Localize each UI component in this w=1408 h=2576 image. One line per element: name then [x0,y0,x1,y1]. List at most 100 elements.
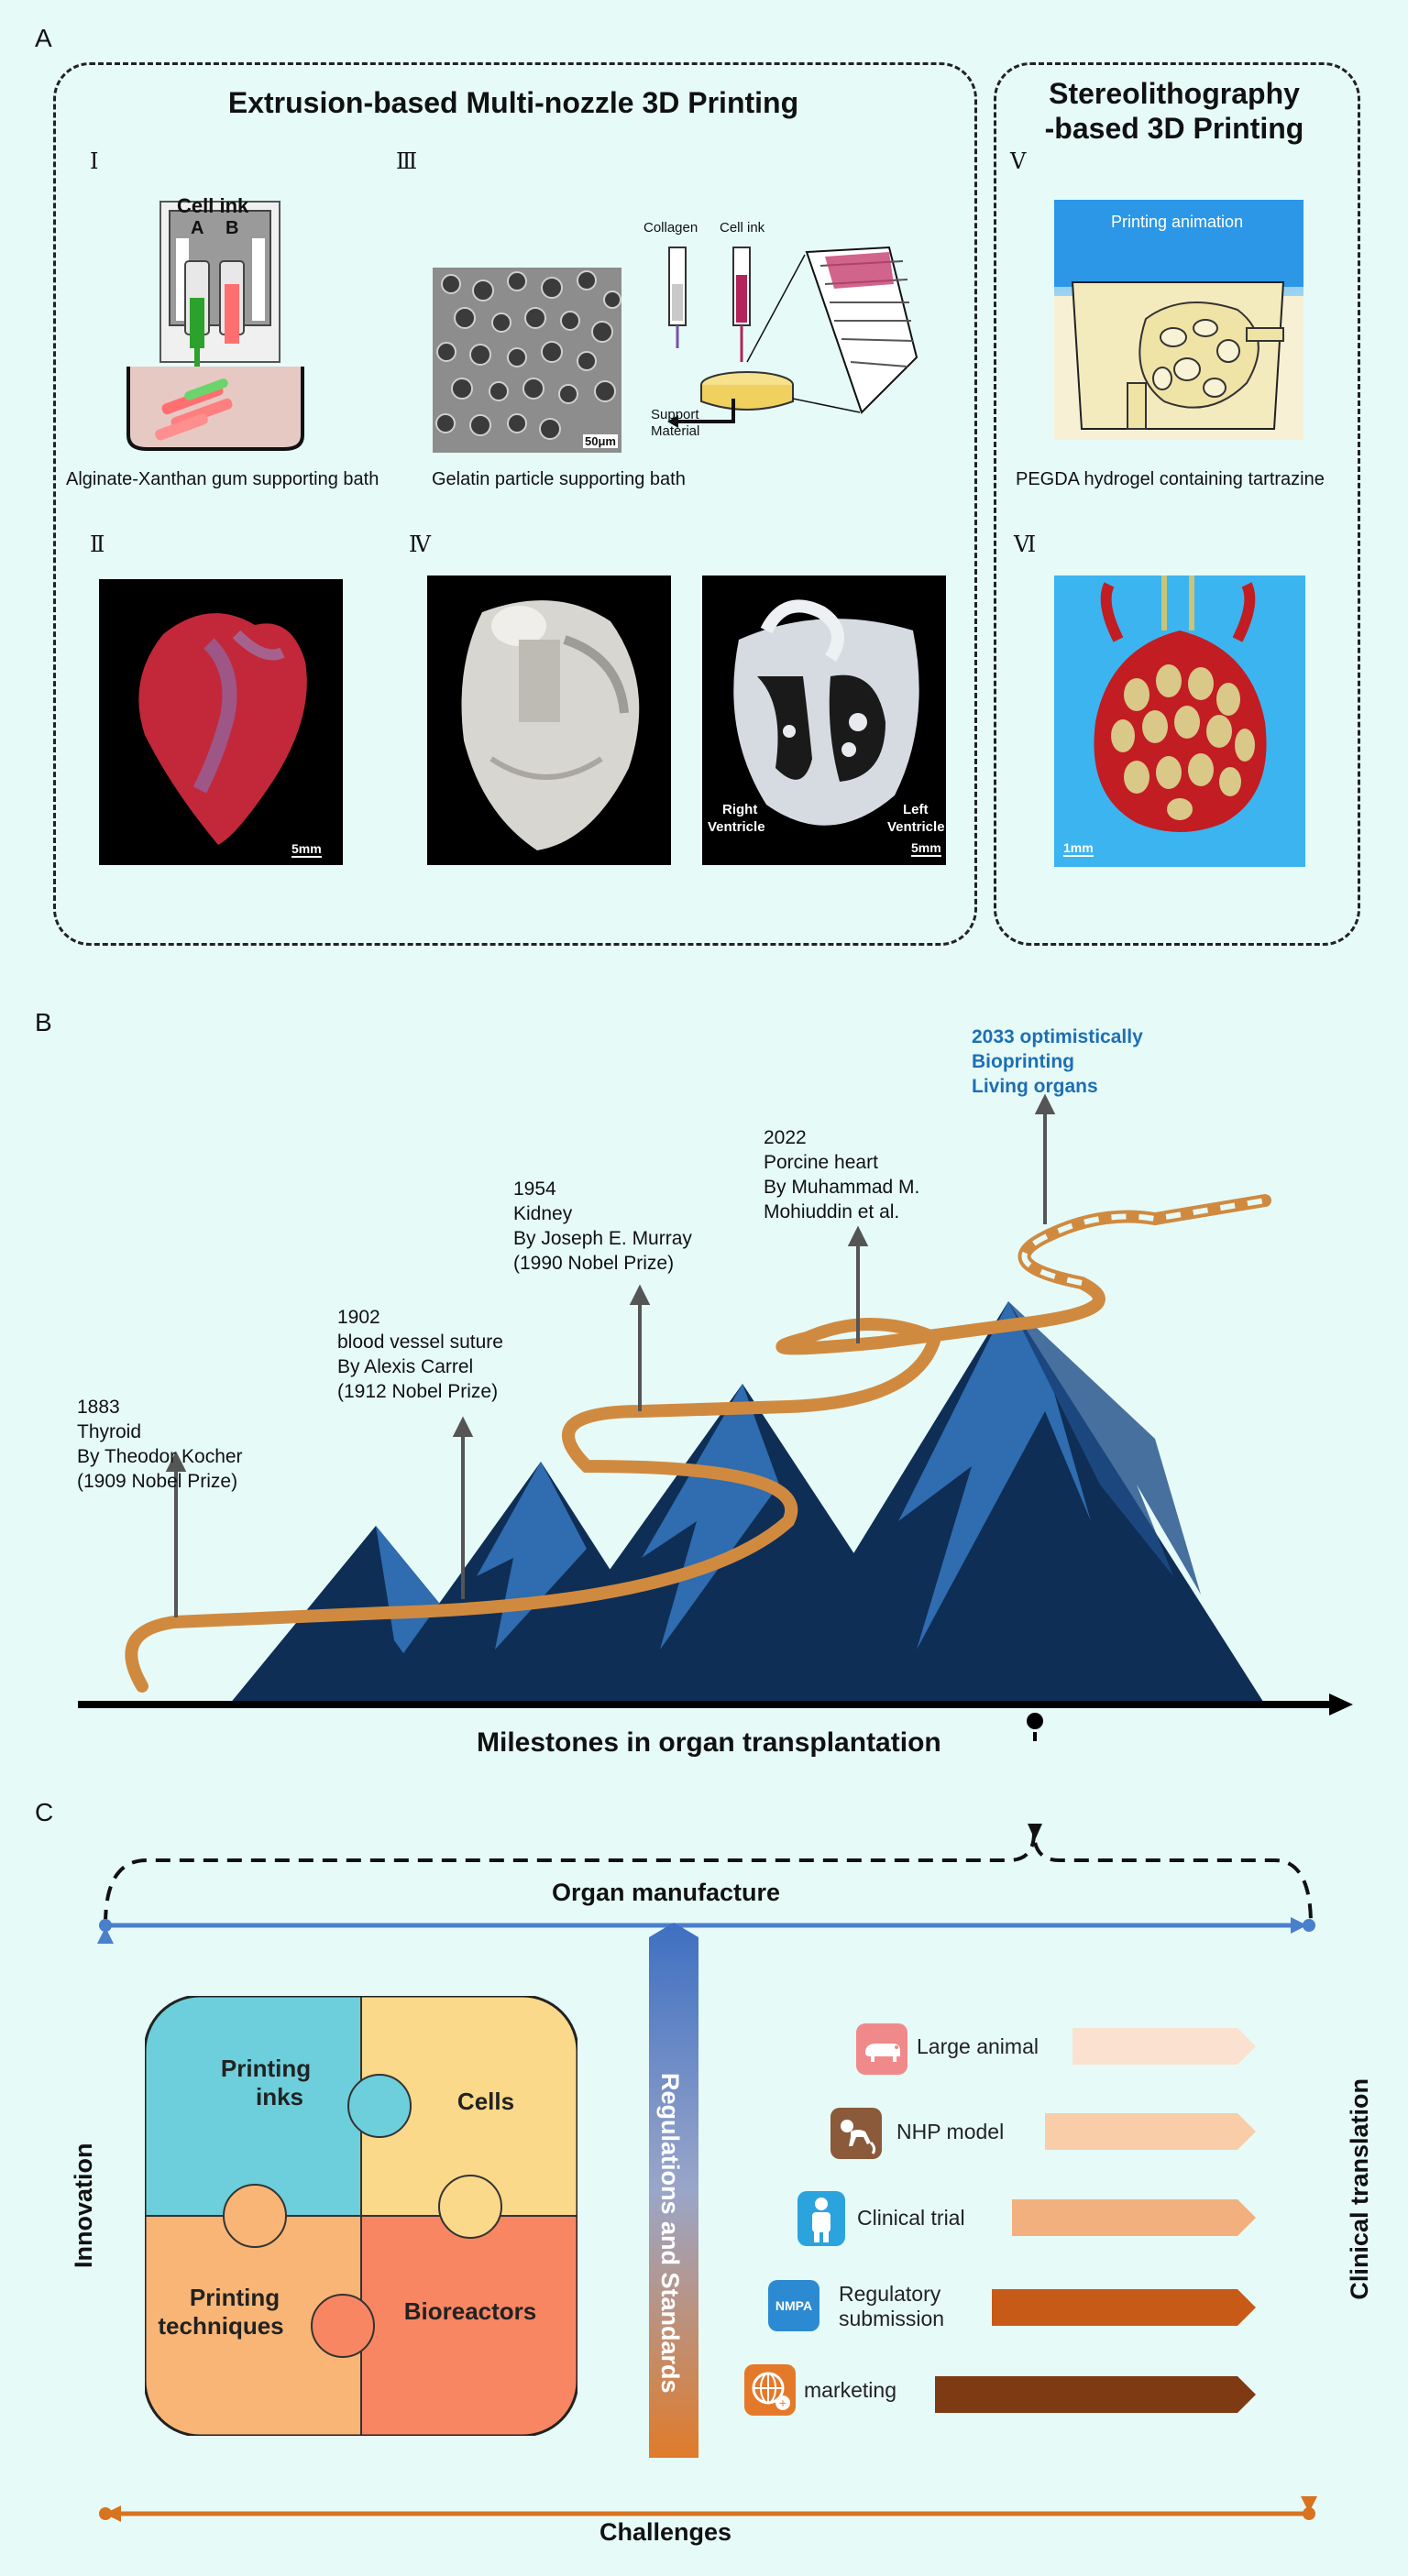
panel-a-letter: A [35,24,52,52]
printing-techniques-piece: Printing techniques [152,2284,290,2340]
left-ventricle-label-2: Ventricle [887,819,945,835]
nozzle-a-label: A [191,218,204,238]
printing-inks-piece: Printing inks [206,2055,325,2111]
milestones-axis-title: Milestones in organ transplantation [477,1727,941,1758]
nhp-model-arrow [1045,2113,1256,2150]
cells-piece: Cells [456,2088,515,2115]
alveolar-scale-label: 1mm [1063,840,1094,857]
regulatory-submission-label: Regulatory submission [839,2282,944,2331]
clinical-trial-person-icon [798,2191,845,2246]
subpanel-v-label: Ⅴ [1010,148,1027,174]
subpanel-iv-label: Ⅳ [409,532,431,557]
subpanel-iii-label: Ⅲ [396,148,418,174]
milestone-2022: 2022 Porcine heart By Muhammad M. Mohiud… [764,1125,919,1224]
cell-ink-label: Cell ink [177,194,249,217]
milestone-2022-person-cont: Mohiuddin et al. [764,1201,900,1222]
innovation-label: Innovation [70,2143,97,2269]
left-ventricle-label-1: Left [903,802,929,817]
extrusion-title: Extrusion-based Multi-nozzle 3D Printing [227,86,799,119]
clinical-translation-label: Clinical translation [1346,2078,1373,2300]
milestone-1902-year: 1902 [337,1307,380,1328]
marketing-label: marketing [804,2378,896,2402]
challenges-label: Challenges [600,2518,732,2546]
large-animal-arrow [1072,2028,1256,2065]
printing-techniques-label-2: techniques [158,2312,284,2340]
milestone-1902-organ: blood vessel suture [337,1332,503,1353]
panel-c-letter: C [35,1798,54,1826]
milestone-1902-prize: (1912 Nobel Prize) [337,1381,499,1402]
subpanel-i-caption: Alginate-Xanthan gum supporting bath [66,469,380,489]
bioreactors-piece: Bioreactors [403,2297,537,2325]
milestone-2022-person: By Muhammad M. [764,1177,920,1198]
subpanel-iii-caption: Gelatin particle supporting bath [432,469,686,489]
gelatin-particle-micrograph [433,268,622,453]
large-animal-icon [856,2023,908,2075]
printed-heart-white-cross-section-image [702,575,946,865]
large-animal-label: Large animal [917,2034,1039,2058]
regulatory-submission-line2: submission [839,2307,945,2330]
printing-inks-label-1: Printing [220,2055,312,2082]
milestone-2033-tech: Bioprinting [972,1051,1074,1072]
panel-c-frame-arrows [97,1824,1317,2522]
right-ventricle-label-1: Right [722,802,758,817]
milestone-2022-organ: Porcine heart [764,1152,878,1173]
milestone-1954-organ: Kidney [513,1203,573,1224]
regulations-standards-bar [649,1923,698,2458]
alveolar-model-image [1054,575,1305,867]
printing-animation-label: Printing animation [1111,213,1244,231]
nhp-model-label: NHP model [896,2120,1005,2143]
milestone-1883-prize: (1909 Nobel Prize) [77,1471,238,1492]
multi-nozzle-printer-illustration [126,201,304,451]
milestone-1954-year: 1954 [513,1178,556,1200]
milestone-1954-person: By Joseph E. Murray [513,1228,692,1249]
printed-heart-white-exterior-image [427,575,671,865]
milestone-2022-year: 2022 [764,1127,807,1148]
milestone-1954: 1954 Kidney By Joseph E. Murray (1990 No… [513,1177,692,1276]
milestone-1902-person: By Alexis Carrel [337,1356,474,1377]
milestone-1883-person: By Theodor Kocher [77,1446,243,1467]
subpanel-ii-label: Ⅱ [90,532,105,557]
collagen-cellink-syringes-illustration [667,246,918,428]
extrusion-section-box [53,62,977,946]
regulations-standards-label: Regulations and Standards [656,2073,684,2394]
support-material-label-1: Support [651,407,699,422]
milestone-1883: 1883 Thyroid By Theodor Kocher (1909 Nob… [77,1395,243,1494]
sla-printing-animation-image [1054,200,1304,440]
stereolithography-title-line2: -based 3D Printing [1044,112,1304,145]
cell-ink-syringe-label: Cell ink [720,220,765,236]
milestones-mountain-illustration [78,1093,1353,1741]
nhp-monkey-icon [830,2108,882,2159]
nmpa-icon: NMPA [768,2280,820,2331]
collagen-label: Collagen [644,220,698,236]
svg-text:+: + [778,2397,786,2409]
milestone-1883-organ: Thyroid [77,1421,142,1442]
milestone-2033-goal: Living organs [972,1076,1098,1097]
milestone-1954-prize: (1990 Nobel Prize) [513,1253,675,1274]
nozzle-b-label: B [226,218,239,238]
marketing-globe-icon: + [744,2364,796,2416]
subpanel-vi-label: Ⅵ [1014,532,1037,557]
subpanel-v-caption: PEGDA hydrogel containing tartrazine [1016,469,1325,489]
stereolithography-title-line1: Stereolithography [1049,77,1300,110]
marketing-arrow [935,2376,1256,2413]
milestone-2033: 2033 optimistically Bioprinting Living o… [972,1025,1143,1099]
panel-b-letter: B [35,1008,52,1036]
milestone-1883-year: 1883 [77,1397,120,1418]
organ-manufacture-puzzle [145,1996,578,2436]
milestone-2033-year: 2033 optimistically [972,1026,1143,1047]
printing-inks-label-2: inks [255,2083,304,2110]
clinical-trial-label: Clinical trial [857,2206,965,2230]
micrograph-scale-label: 50μm [583,434,618,448]
regulatory-submission-arrow [992,2289,1256,2326]
right-ventricle-label-2: Ventricle [708,819,765,835]
milestone-1902: 1902 blood vessel suture By Alexis Carre… [337,1305,503,1404]
stereolithography-section-box [994,62,1360,946]
cross-section-scale-label: 5mm [911,840,941,857]
support-material-label-2: Material [651,423,700,439]
printed-heart-red-image [99,579,343,865]
subpanel-i-label: Ⅰ [90,148,99,174]
organ-manufacture-label: Organ manufacture [552,1879,781,1906]
printing-techniques-label-1: Printing [189,2284,280,2311]
clinical-trial-arrow [1012,2199,1256,2236]
nmpa-text: NMPA [775,2298,813,2313]
